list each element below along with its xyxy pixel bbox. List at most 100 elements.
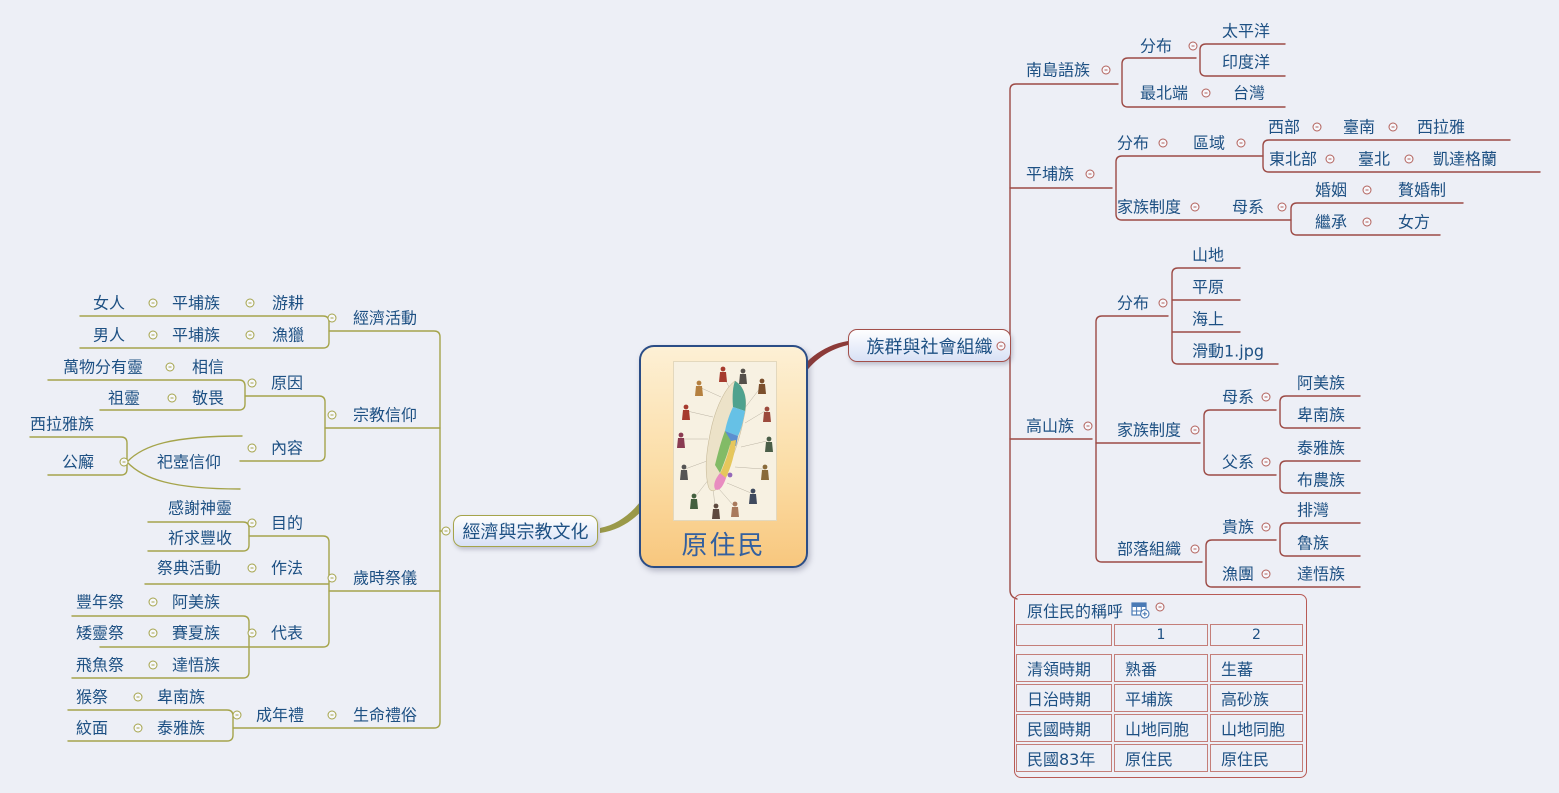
topic-representatives[interactable]: 代表 — [271, 623, 304, 643]
topic-method[interactable]: 作法 — [271, 558, 304, 578]
topic-plain[interactable]: 平原 — [1192, 277, 1225, 297]
table-cell[interactable]: 日治時期 — [1016, 684, 1112, 712]
topic-purpose[interactable]: 目的 — [271, 513, 304, 533]
collapse-icon[interactable] — [441, 526, 451, 536]
topic-tao[interactable]: 達悟族 — [1297, 564, 1346, 584]
topic-believe[interactable]: 相信 — [192, 357, 225, 377]
table-cell[interactable]: 高砂族 — [1210, 684, 1303, 712]
table-cell[interactable]: 平埔族 — [1114, 684, 1208, 712]
collapse-icon[interactable] — [327, 573, 337, 583]
table-header-1[interactable]: 1 — [1114, 624, 1208, 646]
topic-pot-worship[interactable]: 祀壺信仰 — [157, 452, 222, 472]
collapse-icon[interactable] — [1236, 138, 1246, 148]
collapse-icon[interactable] — [1188, 41, 1198, 51]
topic-amis[interactable]: 阿美族 — [1297, 373, 1346, 393]
topic-pingpu-family[interactable]: 家族制度 — [1117, 197, 1182, 217]
topic-puyuma-life[interactable]: 卑南族 — [157, 687, 206, 707]
topic-pingpu-matrilineal[interactable]: 母系 — [1232, 197, 1265, 217]
topic-siraya[interactable]: 西拉雅 — [1417, 117, 1466, 137]
collapse-icon[interactable] — [1362, 185, 1372, 195]
topic-content[interactable]: 內容 — [271, 438, 304, 458]
collapse-icon[interactable] — [1261, 457, 1271, 467]
table-cell[interactable]: 清領時期 — [1016, 654, 1112, 682]
topic-slide-jpg[interactable]: 滑動1.jpg — [1192, 341, 1265, 361]
topic-animism[interactable]: 萬物分有靈 — [63, 357, 144, 377]
topic-economic-activity[interactable]: 經濟活動 — [353, 308, 418, 328]
topic-female-side[interactable]: 女方 — [1398, 212, 1431, 232]
topic-pingpu-farm[interactable]: 平埔族 — [172, 293, 221, 313]
collapse-icon[interactable] — [1158, 298, 1168, 308]
topic-tao-rep[interactable]: 達悟族 — [172, 655, 221, 675]
collapse-icon[interactable] — [148, 298, 158, 308]
collapse-icon[interactable] — [148, 628, 158, 638]
topic-face-tattoo[interactable]: 紋面 — [76, 718, 109, 738]
topic-ancestor-spirit[interactable]: 祖靈 — [108, 388, 141, 408]
topic-kuwa-shrine[interactable]: 公廨 — [62, 452, 95, 472]
topic-marriage[interactable]: 婚姻 — [1315, 180, 1348, 200]
topic-uxorilocal[interactable]: 贅婚制 — [1398, 180, 1447, 200]
topic-patrilineal[interactable]: 父系 — [1222, 452, 1255, 472]
topic-reverence[interactable]: 敬畏 — [192, 388, 225, 408]
topic-region[interactable]: 區域 — [1193, 133, 1226, 153]
topic-pacific[interactable]: 太平洋 — [1222, 21, 1271, 41]
table-cell[interactable]: 山地同胞 — [1210, 714, 1303, 742]
topic-noble[interactable]: 貴族 — [1222, 517, 1255, 537]
collapse-icon[interactable] — [327, 710, 337, 720]
collapse-icon[interactable] — [1155, 602, 1165, 612]
collapse-icon[interactable] — [232, 710, 242, 720]
collapse-icon[interactable] — [1404, 154, 1414, 164]
topic-woman[interactable]: 女人 — [93, 293, 126, 313]
topic-ketagalan[interactable]: 凱達格蘭 — [1433, 149, 1498, 169]
collapse-icon[interactable] — [167, 393, 177, 403]
topic-atayal[interactable]: 泰雅族 — [1297, 438, 1346, 458]
table-header-2[interactable]: 2 — [1210, 624, 1303, 646]
collapse-icon[interactable] — [1388, 122, 1398, 132]
collapse-icon[interactable] — [247, 563, 257, 573]
collapse-icon[interactable] — [1158, 138, 1168, 148]
topic-flying-fish-festival[interactable]: 飛魚祭 — [76, 655, 125, 675]
collapse-icon[interactable] — [148, 597, 158, 607]
topic-northeast[interactable]: 東北部 — [1269, 149, 1318, 169]
topic-rukai[interactable]: 魯族 — [1297, 533, 1330, 553]
topic-monkey-festival[interactable]: 猴祭 — [76, 687, 109, 707]
topic-reason[interactable]: 原因 — [271, 373, 304, 393]
collapse-icon[interactable] — [247, 518, 257, 528]
topic-highland-distribution[interactable]: 分布 — [1117, 293, 1150, 313]
collapse-icon[interactable] — [1312, 122, 1322, 132]
topic-highland-matrilineal[interactable]: 母系 — [1222, 387, 1255, 407]
topic-pingpu-fish[interactable]: 平埔族 — [172, 325, 221, 345]
collapse-icon[interactable] — [245, 298, 255, 308]
topic-highland-family[interactable]: 家族制度 — [1117, 420, 1182, 440]
table-cell[interactable]: 民國83年 — [1016, 744, 1112, 772]
collapse-icon[interactable] — [996, 341, 1006, 351]
topic-saisiyat[interactable]: 賽夏族 — [172, 623, 221, 643]
collapse-icon[interactable] — [1362, 217, 1372, 227]
table-cell[interactable]: 原住民 — [1210, 744, 1303, 772]
table-cell[interactable]: 熟番 — [1114, 654, 1208, 682]
collapse-icon[interactable] — [1277, 202, 1287, 212]
collapse-icon[interactable] — [247, 443, 257, 453]
topic-pingpu[interactable]: 平埔族 — [1026, 164, 1075, 184]
collapse-icon[interactable] — [1085, 169, 1095, 179]
topic-fishing-hunting[interactable]: 漁獵 — [272, 325, 305, 345]
collapse-icon[interactable] — [1261, 522, 1271, 532]
collapse-icon[interactable] — [327, 410, 337, 420]
topic-tainan[interactable]: 臺南 — [1343, 117, 1376, 137]
collapse-icon[interactable] — [1190, 425, 1200, 435]
main-topic-society[interactable]: 族群與社會組織 — [848, 329, 1011, 362]
topic-pingpu-distribution[interactable]: 分布 — [1117, 133, 1150, 153]
topic-paiwan[interactable]: 排灣 — [1297, 500, 1330, 520]
collapse-icon[interactable] — [245, 330, 255, 340]
topic-pray-harvest[interactable]: 祈求豐收 — [168, 528, 233, 548]
topic-highland[interactable]: 高山族 — [1026, 416, 1075, 436]
topic-tribal-org[interactable]: 部落組織 — [1117, 539, 1182, 559]
collapse-icon[interactable] — [1261, 569, 1271, 579]
topic-inheritance[interactable]: 繼承 — [1315, 212, 1348, 232]
collapse-icon[interactable] — [1261, 392, 1271, 402]
collapse-icon[interactable] — [1201, 88, 1211, 98]
topic-naming-table[interactable]: 原住民的稱呼 1 2 清領時期 熟番 生蕃 日治時期 平埔族 高砂族 民國時期 — [1014, 594, 1307, 778]
topic-harvest-festival[interactable]: 豐年祭 — [76, 592, 125, 612]
table-cell[interactable]: 生蕃 — [1210, 654, 1303, 682]
topic-sea[interactable]: 海上 — [1192, 309, 1225, 329]
